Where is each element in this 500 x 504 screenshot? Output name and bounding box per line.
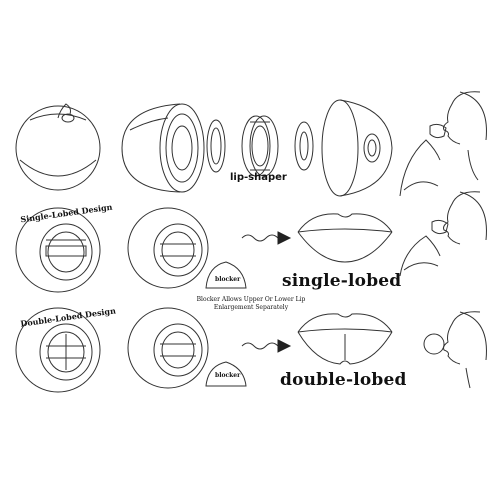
double-lobed-device-illustration bbox=[15, 307, 101, 393]
double-lobed-title: double-lobed bbox=[280, 370, 407, 390]
single-lobed-lips-illustration bbox=[297, 213, 393, 263]
woman-profile-illustration bbox=[399, 191, 487, 277]
double-lobed-lips-illustration bbox=[297, 313, 393, 365]
woman-double-lobed-illustration bbox=[423, 311, 487, 389]
device-shell-illustration bbox=[121, 103, 205, 193]
lip-shaper-label: lip-shaper bbox=[230, 172, 287, 183]
single-lobed-blocker-device-illustration bbox=[127, 207, 247, 289]
double-lobed-blocker-device-illustration bbox=[127, 307, 247, 389]
blocker-note: Blocker Allows Upper Or Lower Lip Enlarg… bbox=[196, 296, 306, 311]
single-lobed-title: single-lobed bbox=[282, 271, 402, 291]
double-lobed-arrow bbox=[241, 339, 292, 353]
closed-device-illustration bbox=[15, 103, 101, 191]
blocker-label-single: blocker bbox=[215, 276, 241, 283]
exploded-rings-illustration bbox=[206, 115, 314, 177]
single-lobed-device-illustration bbox=[15, 207, 101, 293]
single-lobed-arrow bbox=[241, 231, 292, 245]
device-cap-illustration bbox=[321, 99, 393, 197]
blocker-label-double: blocker bbox=[215, 372, 241, 379]
woman-using-device-illustration bbox=[399, 91, 487, 197]
